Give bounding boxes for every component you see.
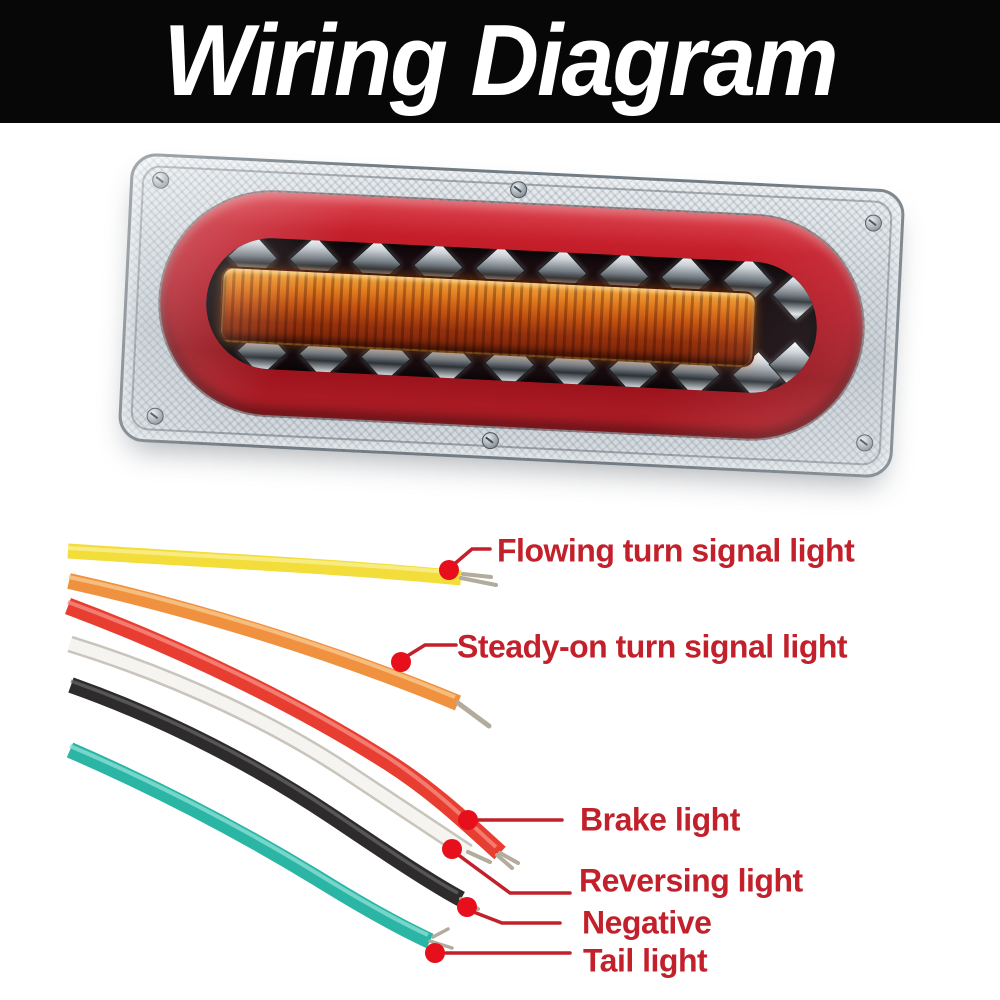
black-wire-highlight — [70, 679, 459, 895]
leader-line-steady — [402, 643, 458, 660]
yellow-wire — [67, 543, 462, 586]
callout-dot-reversing — [442, 839, 462, 859]
callout-dot-flowing — [439, 560, 459, 580]
teal-wire-highlight — [69, 744, 429, 937]
wire-tip-strands — [428, 927, 454, 950]
label-tail-light: Tail light — [583, 942, 708, 979]
white-wire — [68, 638, 472, 857]
wire-tip-strands — [466, 850, 492, 864]
yellow-wire-highlight — [67, 546, 459, 575]
label-brake-light: Brake light — [580, 801, 740, 838]
red-wire-highlight — [67, 600, 498, 849]
leader-line-negative — [469, 909, 562, 925]
callout-dot-tail — [425, 943, 445, 963]
wire-tip-strands — [455, 700, 492, 729]
label-steady-on-turn-signal: Steady-on turn signal light — [457, 628, 848, 665]
wire-tip-strands — [495, 851, 520, 870]
teal-wire — [66, 742, 434, 949]
label-reversing-light: Reversing light — [579, 862, 803, 899]
callout-dot-brake — [458, 810, 478, 830]
leader-line-reversing — [455, 852, 572, 895]
label-flowing-turn-signal: Flowing turn signal light — [497, 532, 855, 569]
wire-tip-strands — [459, 572, 498, 587]
orange-wire — [67, 573, 462, 711]
callout-dot-steady — [391, 652, 411, 672]
callout-dot-negative — [457, 897, 477, 917]
black-wire — [68, 677, 465, 907]
title-banner: Wiring Diagram — [0, 0, 1000, 123]
leader-line-flowing — [450, 547, 492, 568]
page-title: Wiring Diagram — [163, 4, 838, 118]
orange-wire-highlight — [68, 575, 456, 699]
label-negative: Negative — [582, 904, 712, 941]
